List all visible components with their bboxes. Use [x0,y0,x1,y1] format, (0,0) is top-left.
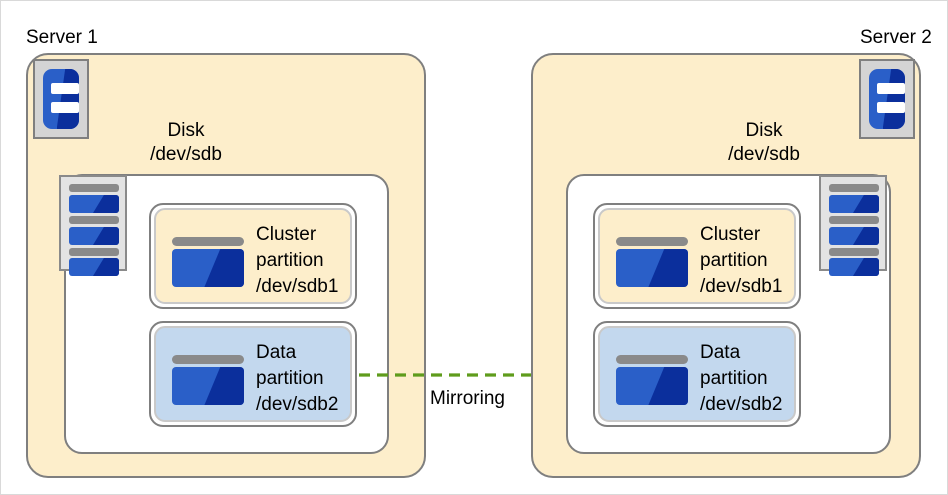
disk-stack-icon [819,175,887,276]
server-1-cluster-partition[interactable]: Cluster partition /dev/sdb1 [149,203,357,309]
partition-line3: /dev/sdb2 [700,394,783,415]
partition-line2: partition [700,250,768,271]
disk-label-line2: /dev/sdb [728,144,800,165]
disk-label-line1: Disk [167,120,205,141]
data-partition-text: Data partition /dev/sdb2 [256,340,338,418]
partition-line1: Data [256,342,297,363]
server-2-data-partition[interactable]: Data partition /dev/sdb2 [593,321,801,427]
server-2-cluster-partition[interactable]: Cluster partition /dev/sdb1 [593,203,801,309]
partition-line2: partition [256,368,324,389]
partition-line2: partition [256,250,324,271]
server-1-disk-label: Disk /dev/sdb [121,119,251,167]
partition-line3: /dev/sdb1 [256,276,339,297]
partition-line3: /dev/sdb2 [256,394,339,415]
disk-label-line1: Disk [745,120,783,141]
disk-label-line2: /dev/sdb [150,144,222,165]
server-tower-icon [859,59,915,139]
server-tower-icon [33,59,89,139]
partition-line1: Data [700,342,741,363]
hard-disk-partition-icon [172,237,244,287]
hard-disk-partition-icon [616,237,688,287]
server-2-title: Server 2 [860,27,932,48]
partition-line2: partition [700,368,768,389]
server-1-data-partition[interactable]: Data partition /dev/sdb2 [149,321,357,427]
cluster-partition-text: Cluster partition /dev/sdb1 [700,222,782,300]
server-2-disk-label: Disk /dev/sdb [699,119,829,167]
data-partition-text: Data partition /dev/sdb2 [700,340,782,418]
mirroring-label: Mirroring [430,388,505,409]
partition-line1: Cluster [700,224,761,245]
cluster-partition-text: Cluster partition /dev/sdb1 [256,222,338,300]
hard-disk-partition-icon [172,355,244,405]
hard-disk-partition-icon [616,355,688,405]
partition-line3: /dev/sdb1 [700,276,783,297]
disk-stack-icon [59,175,127,276]
server-1-title: Server 1 [26,27,98,48]
partition-line1: Cluster [256,224,317,245]
